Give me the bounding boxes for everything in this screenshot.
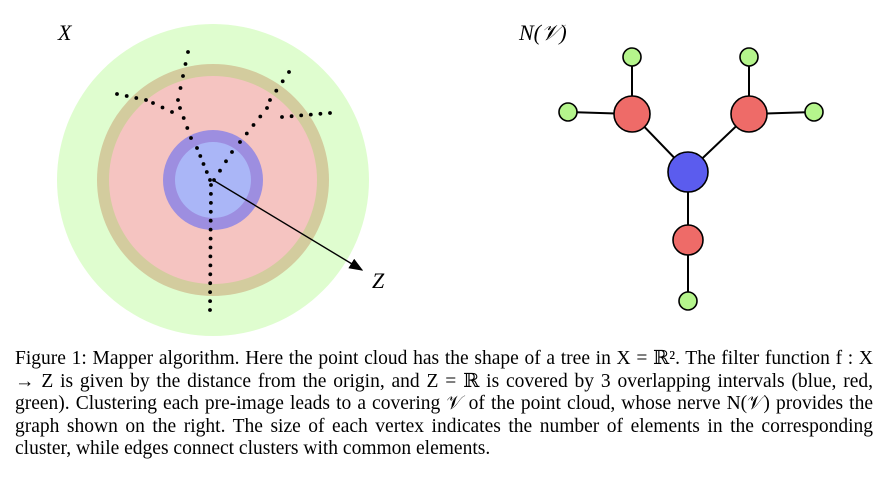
data-point bbox=[208, 178, 212, 182]
data-point bbox=[209, 192, 213, 196]
figure-caption: Figure 1: Mapper algorithm. Here the poi… bbox=[15, 348, 873, 461]
data-point bbox=[280, 79, 285, 84]
space-label-x: X bbox=[57, 20, 73, 45]
data-point bbox=[204, 170, 209, 174]
data-point bbox=[189, 136, 193, 140]
data-point bbox=[244, 131, 249, 136]
data-point bbox=[124, 94, 129, 98]
data-point bbox=[208, 272, 213, 277]
filter-target-label-z: Z bbox=[372, 268, 385, 293]
nerve-label: N(𝒱) bbox=[518, 20, 567, 45]
data-point bbox=[178, 86, 183, 90]
data-point bbox=[134, 96, 139, 100]
data-point bbox=[208, 281, 213, 286]
data-point bbox=[208, 308, 212, 312]
data-point bbox=[195, 146, 199, 150]
data-point bbox=[208, 218, 213, 223]
mapper-figure: X Z N(𝒱) bbox=[57, 20, 824, 336]
data-point bbox=[268, 98, 272, 102]
data-point bbox=[176, 98, 180, 102]
data-point bbox=[274, 88, 279, 93]
data-point bbox=[318, 111, 323, 116]
data-point bbox=[299, 113, 304, 118]
data-point bbox=[208, 290, 213, 294]
data-point bbox=[224, 159, 228, 164]
data-point bbox=[208, 263, 213, 268]
data-point bbox=[183, 62, 188, 66]
data-point bbox=[308, 112, 313, 117]
data-point bbox=[208, 299, 213, 303]
data-point bbox=[144, 98, 148, 102]
data-point bbox=[208, 245, 213, 250]
caption-text: Mapper algorithm. Here the point cloud h… bbox=[15, 348, 873, 459]
data-point bbox=[208, 209, 213, 214]
data-point bbox=[185, 126, 190, 130]
data-point bbox=[186, 50, 190, 54]
graph-node-red-left bbox=[613, 95, 651, 133]
data-point bbox=[328, 111, 332, 115]
data-point bbox=[218, 168, 222, 173]
data-point bbox=[198, 154, 203, 158]
data-point bbox=[181, 116, 186, 120]
filter-arrow bbox=[212, 179, 364, 271]
nerve-graph-panel: N(𝒱) bbox=[518, 20, 824, 311]
data-point bbox=[251, 123, 256, 127]
data-point bbox=[181, 74, 185, 78]
graph-node-red-right bbox=[730, 95, 768, 133]
data-point bbox=[160, 105, 165, 110]
data-point bbox=[289, 114, 294, 119]
data-point bbox=[258, 114, 263, 119]
point-cloud-panel: X Z bbox=[57, 20, 385, 336]
graph-node-green-bottom bbox=[678, 291, 698, 311]
graph-node-blue-center bbox=[667, 151, 709, 193]
graph-node-red-bottom bbox=[672, 224, 704, 256]
data-point bbox=[230, 150, 234, 154]
data-point bbox=[287, 70, 291, 74]
data-point bbox=[170, 110, 174, 114]
data-point bbox=[208, 227, 213, 232]
data-point bbox=[209, 183, 213, 187]
caption-label: Figure 1: bbox=[15, 348, 87, 369]
graph-node-green-left-top bbox=[622, 47, 642, 67]
data-point bbox=[280, 115, 284, 119]
graph-node-green-left-side bbox=[558, 102, 578, 122]
data-point bbox=[178, 106, 182, 110]
data-point bbox=[265, 106, 269, 110]
data-point bbox=[208, 254, 213, 259]
graph-nodes bbox=[558, 47, 824, 311]
graph-node-green-right-top bbox=[739, 47, 759, 67]
data-point bbox=[208, 236, 213, 241]
data-point bbox=[151, 101, 155, 105]
data-point bbox=[209, 201, 213, 205]
tree-point-cloud bbox=[115, 50, 332, 312]
graph-node-green-right-side bbox=[804, 102, 824, 122]
data-point bbox=[201, 162, 206, 166]
data-point bbox=[115, 92, 119, 96]
data-point bbox=[238, 140, 242, 144]
